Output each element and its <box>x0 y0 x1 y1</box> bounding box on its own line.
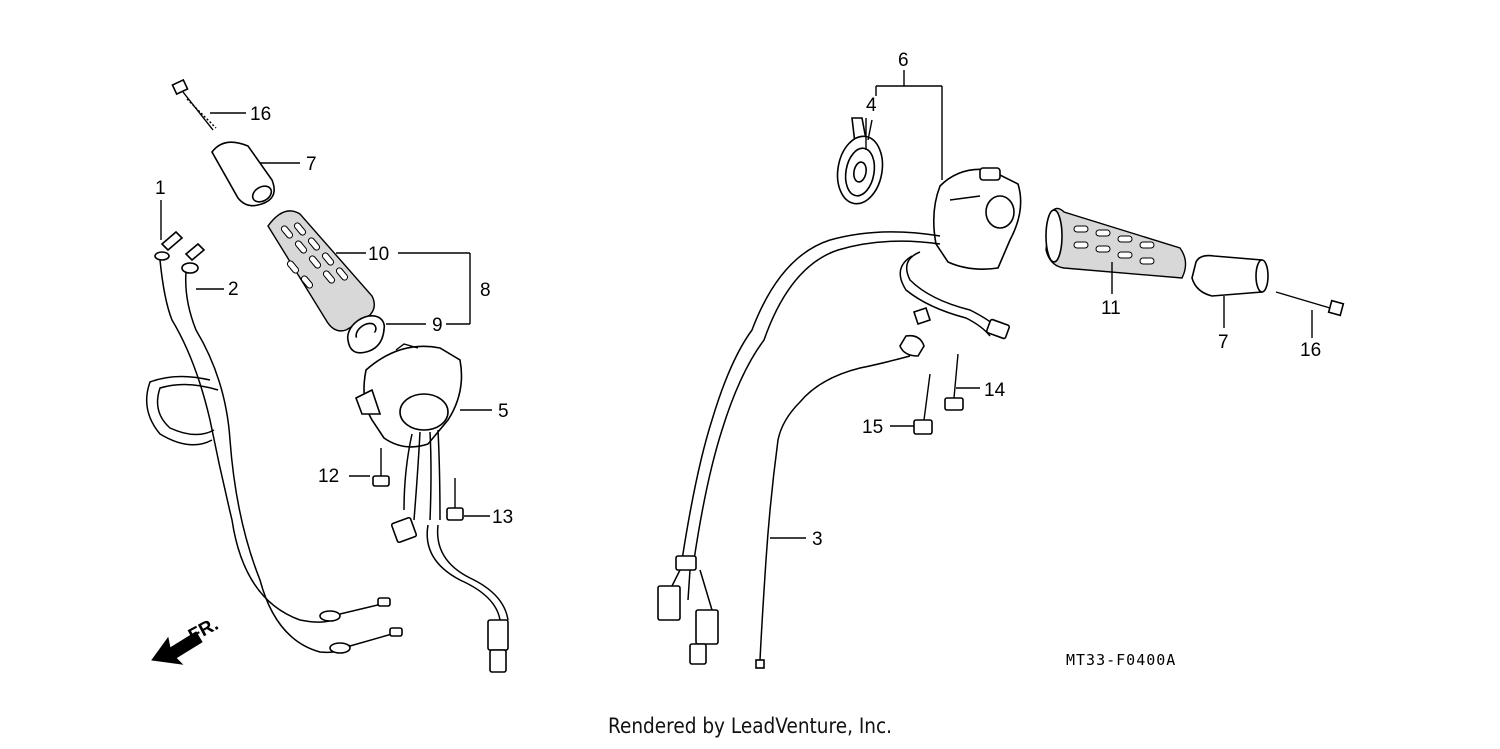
callout-7-right: 7 <box>1218 332 1229 353</box>
callout-3: 3 <box>812 529 823 550</box>
callout-1: 1 <box>155 178 166 199</box>
callout-5: 5 <box>498 401 509 422</box>
callout-7-left: 7 <box>306 154 317 175</box>
left-switch-wiring <box>390 429 509 673</box>
left-switch-housing-5 <box>354 343 463 448</box>
cable-3 <box>755 306 932 669</box>
right-grip-11 <box>1045 207 1187 279</box>
callout-4: 4 <box>866 95 877 116</box>
screw-14 <box>944 353 964 411</box>
screw-12 <box>372 448 390 487</box>
callout-15: 15 <box>862 417 883 438</box>
callout-8: 8 <box>480 280 491 301</box>
screw-13 <box>446 478 464 521</box>
callout-10: 10 <box>368 244 389 265</box>
callout-6: 6 <box>898 50 909 71</box>
throttle-pulley-4 <box>836 117 884 205</box>
callout-12: 12 <box>318 466 339 487</box>
callout-14: 14 <box>984 380 1006 401</box>
throttle-grip-10 <box>267 210 375 332</box>
callout-11: 11 <box>1101 298 1121 319</box>
leader-bracket-6 <box>875 70 943 180</box>
throttle-pipe-9 <box>346 314 386 354</box>
bar-end-weight-7-right <box>1191 254 1269 297</box>
callout-2: 2 <box>228 279 239 300</box>
bolt-16-right <box>1275 291 1345 317</box>
front-direction-arrow: FR. <box>151 614 222 665</box>
diagram-code: MT33-F0400A <box>1066 651 1176 669</box>
callout-13: 13 <box>492 507 513 528</box>
right-switch-harness <box>657 231 1011 665</box>
bolt-16-left <box>171 78 217 131</box>
callout-9: 9 <box>432 315 443 336</box>
throttle-cables-1-2 <box>145 230 403 654</box>
leader-lines-left <box>160 112 492 517</box>
callout-16-right: 16 <box>1300 340 1321 361</box>
screw-15 <box>913 373 933 435</box>
leader-lines-right <box>770 118 1313 539</box>
callout-16-left: 16 <box>250 104 271 125</box>
bar-end-weight-7-left <box>211 141 275 207</box>
right-switch-housing-6 <box>932 167 1022 270</box>
footer-credit: Rendered by LeadVenture, Inc. <box>607 714 893 738</box>
